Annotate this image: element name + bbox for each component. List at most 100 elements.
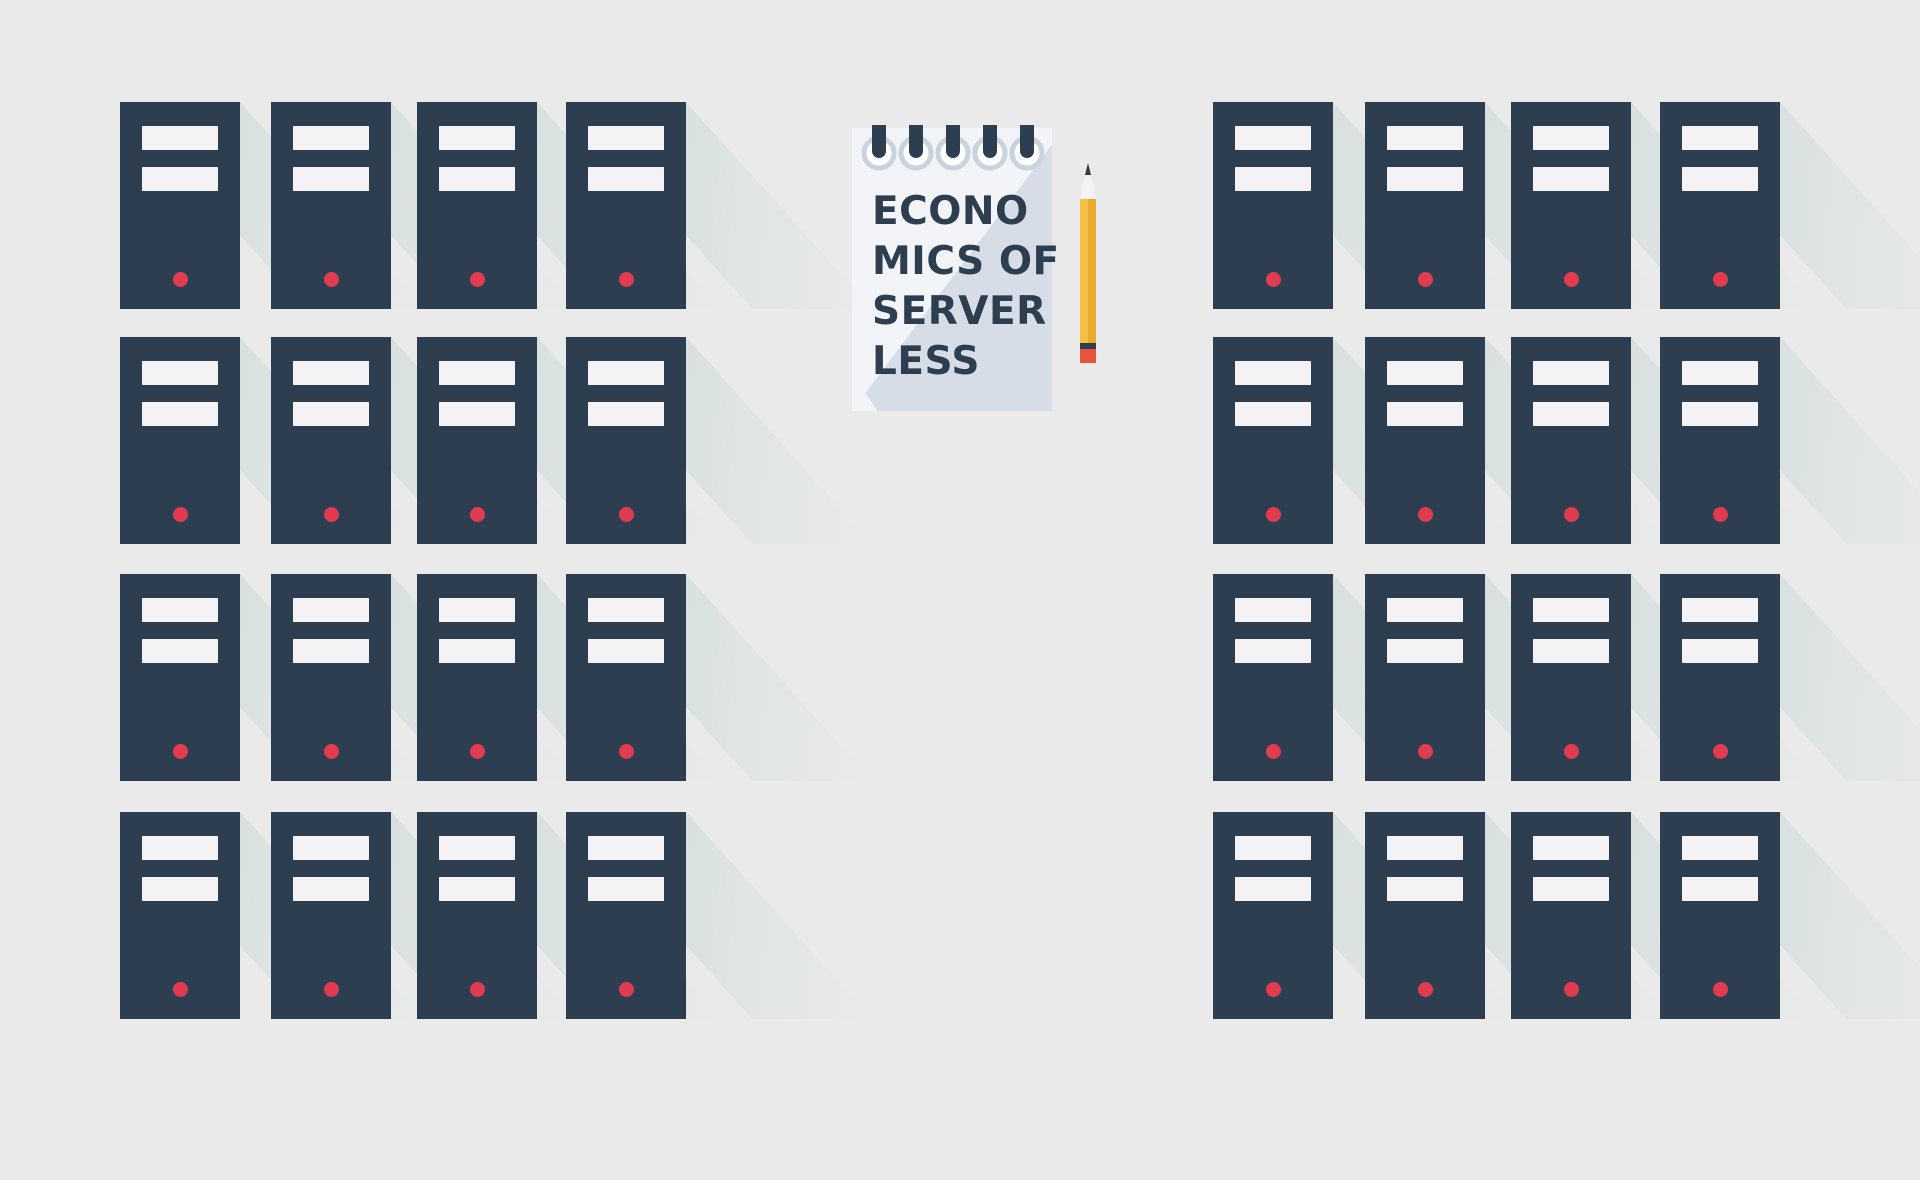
server-drive-bay (1682, 167, 1758, 191)
server-drive-bay (1387, 877, 1463, 901)
server-power-led (1713, 507, 1728, 522)
server-drive-bay (588, 877, 664, 901)
server-power-led (173, 744, 188, 759)
server-drive-bay (1682, 361, 1758, 385)
server-drive-bay (142, 402, 218, 426)
notepad-title: ECONO MICS OF SERVER LESS (872, 187, 1059, 387)
server-icon (566, 574, 686, 781)
server-power-led (1713, 272, 1728, 287)
server-power-led (1564, 507, 1579, 522)
server-drive-bay (1235, 126, 1311, 150)
server-drive-bay (1533, 361, 1609, 385)
server-power-led (1418, 982, 1433, 997)
server-drive-bay (1387, 361, 1463, 385)
server-drive-bay (439, 639, 515, 663)
server-icon (120, 812, 240, 1019)
server-drive-bay (1235, 361, 1311, 385)
server-drive-bay (1533, 639, 1609, 663)
server-drive-bay (142, 126, 218, 150)
server-icon (1660, 337, 1780, 544)
notepad-spiral (861, 125, 1045, 171)
server-drive-bay (293, 836, 369, 860)
server-power-led (324, 272, 339, 287)
server-power-led (1713, 982, 1728, 997)
server-icon (1365, 337, 1485, 544)
server-power-led (1418, 507, 1433, 522)
server-drive-bay (142, 167, 218, 191)
server-icon (120, 574, 240, 781)
server-drive-bay (588, 361, 664, 385)
server-icon (417, 574, 537, 781)
server-power-led (470, 272, 485, 287)
server-drive-bay (142, 361, 218, 385)
server-power-led (324, 982, 339, 997)
server-power-led (1266, 982, 1281, 997)
server-drive-bay (1533, 402, 1609, 426)
server-drive-bay (142, 877, 218, 901)
server-drive-bay (439, 877, 515, 901)
server-power-led (1564, 982, 1579, 997)
server-drive-bay (439, 361, 515, 385)
server-drive-bay (293, 167, 369, 191)
server-icon (1511, 812, 1631, 1019)
server-icon (1660, 574, 1780, 781)
server-icon (1365, 812, 1485, 1019)
server-drive-bay (588, 639, 664, 663)
server-power-led (324, 507, 339, 522)
server-power-led (470, 744, 485, 759)
server-power-led (1266, 744, 1281, 759)
server-drive-bay (1533, 836, 1609, 860)
server-drive-bay (1682, 126, 1758, 150)
server-drive-bay (1235, 167, 1311, 191)
server-drive-bay (293, 402, 369, 426)
server-drive-bay (588, 836, 664, 860)
server-power-led (1418, 272, 1433, 287)
notepad-title-line-4: LESS (872, 339, 980, 384)
server-icon (1213, 574, 1333, 781)
notepad-title-line-3: SERVER (872, 289, 1047, 334)
server-icon (1213, 102, 1333, 309)
server-drive-bay (588, 167, 664, 191)
server-drive-bay (1682, 877, 1758, 901)
server-drive-bay (439, 126, 515, 150)
server-drive-bay (1533, 126, 1609, 150)
server-icon (1660, 812, 1780, 1019)
server-icon (1511, 574, 1631, 781)
server-drive-bay (293, 598, 369, 622)
server-icon (271, 102, 391, 309)
server-drive-bay (588, 126, 664, 150)
server-drive-bay (293, 361, 369, 385)
notepad-drawing (852, 125, 1052, 411)
server-power-led (470, 982, 485, 997)
server-drive-bay (1387, 639, 1463, 663)
server-power-led (1713, 744, 1728, 759)
server-power-led (470, 507, 485, 522)
server-drive-bay (1235, 402, 1311, 426)
server-icon (1660, 102, 1780, 309)
server-drive-bay (1533, 598, 1609, 622)
server-drive-bay (293, 877, 369, 901)
server-drive-bay (1387, 598, 1463, 622)
server-drive-bay (439, 598, 515, 622)
server-power-led (1266, 272, 1281, 287)
server-drive-bay (1387, 167, 1463, 191)
server-drive-bay (1387, 836, 1463, 860)
server-drive-bay (1682, 836, 1758, 860)
server-icon (417, 812, 537, 1019)
server-icon (566, 102, 686, 309)
server-power-led (173, 982, 188, 997)
server-drive-bay (1533, 877, 1609, 901)
server-power-led (324, 744, 339, 759)
server-icon (566, 337, 686, 544)
server-icon (271, 574, 391, 781)
server-icon (417, 337, 537, 544)
server-drive-bay (1235, 836, 1311, 860)
server-drive-bay (142, 836, 218, 860)
server-drive-bay (588, 598, 664, 622)
notepad-highlight (852, 128, 1052, 411)
server-power-led (619, 507, 634, 522)
server-icon (1511, 337, 1631, 544)
server-icon (271, 337, 391, 544)
server-power-led (619, 982, 634, 997)
